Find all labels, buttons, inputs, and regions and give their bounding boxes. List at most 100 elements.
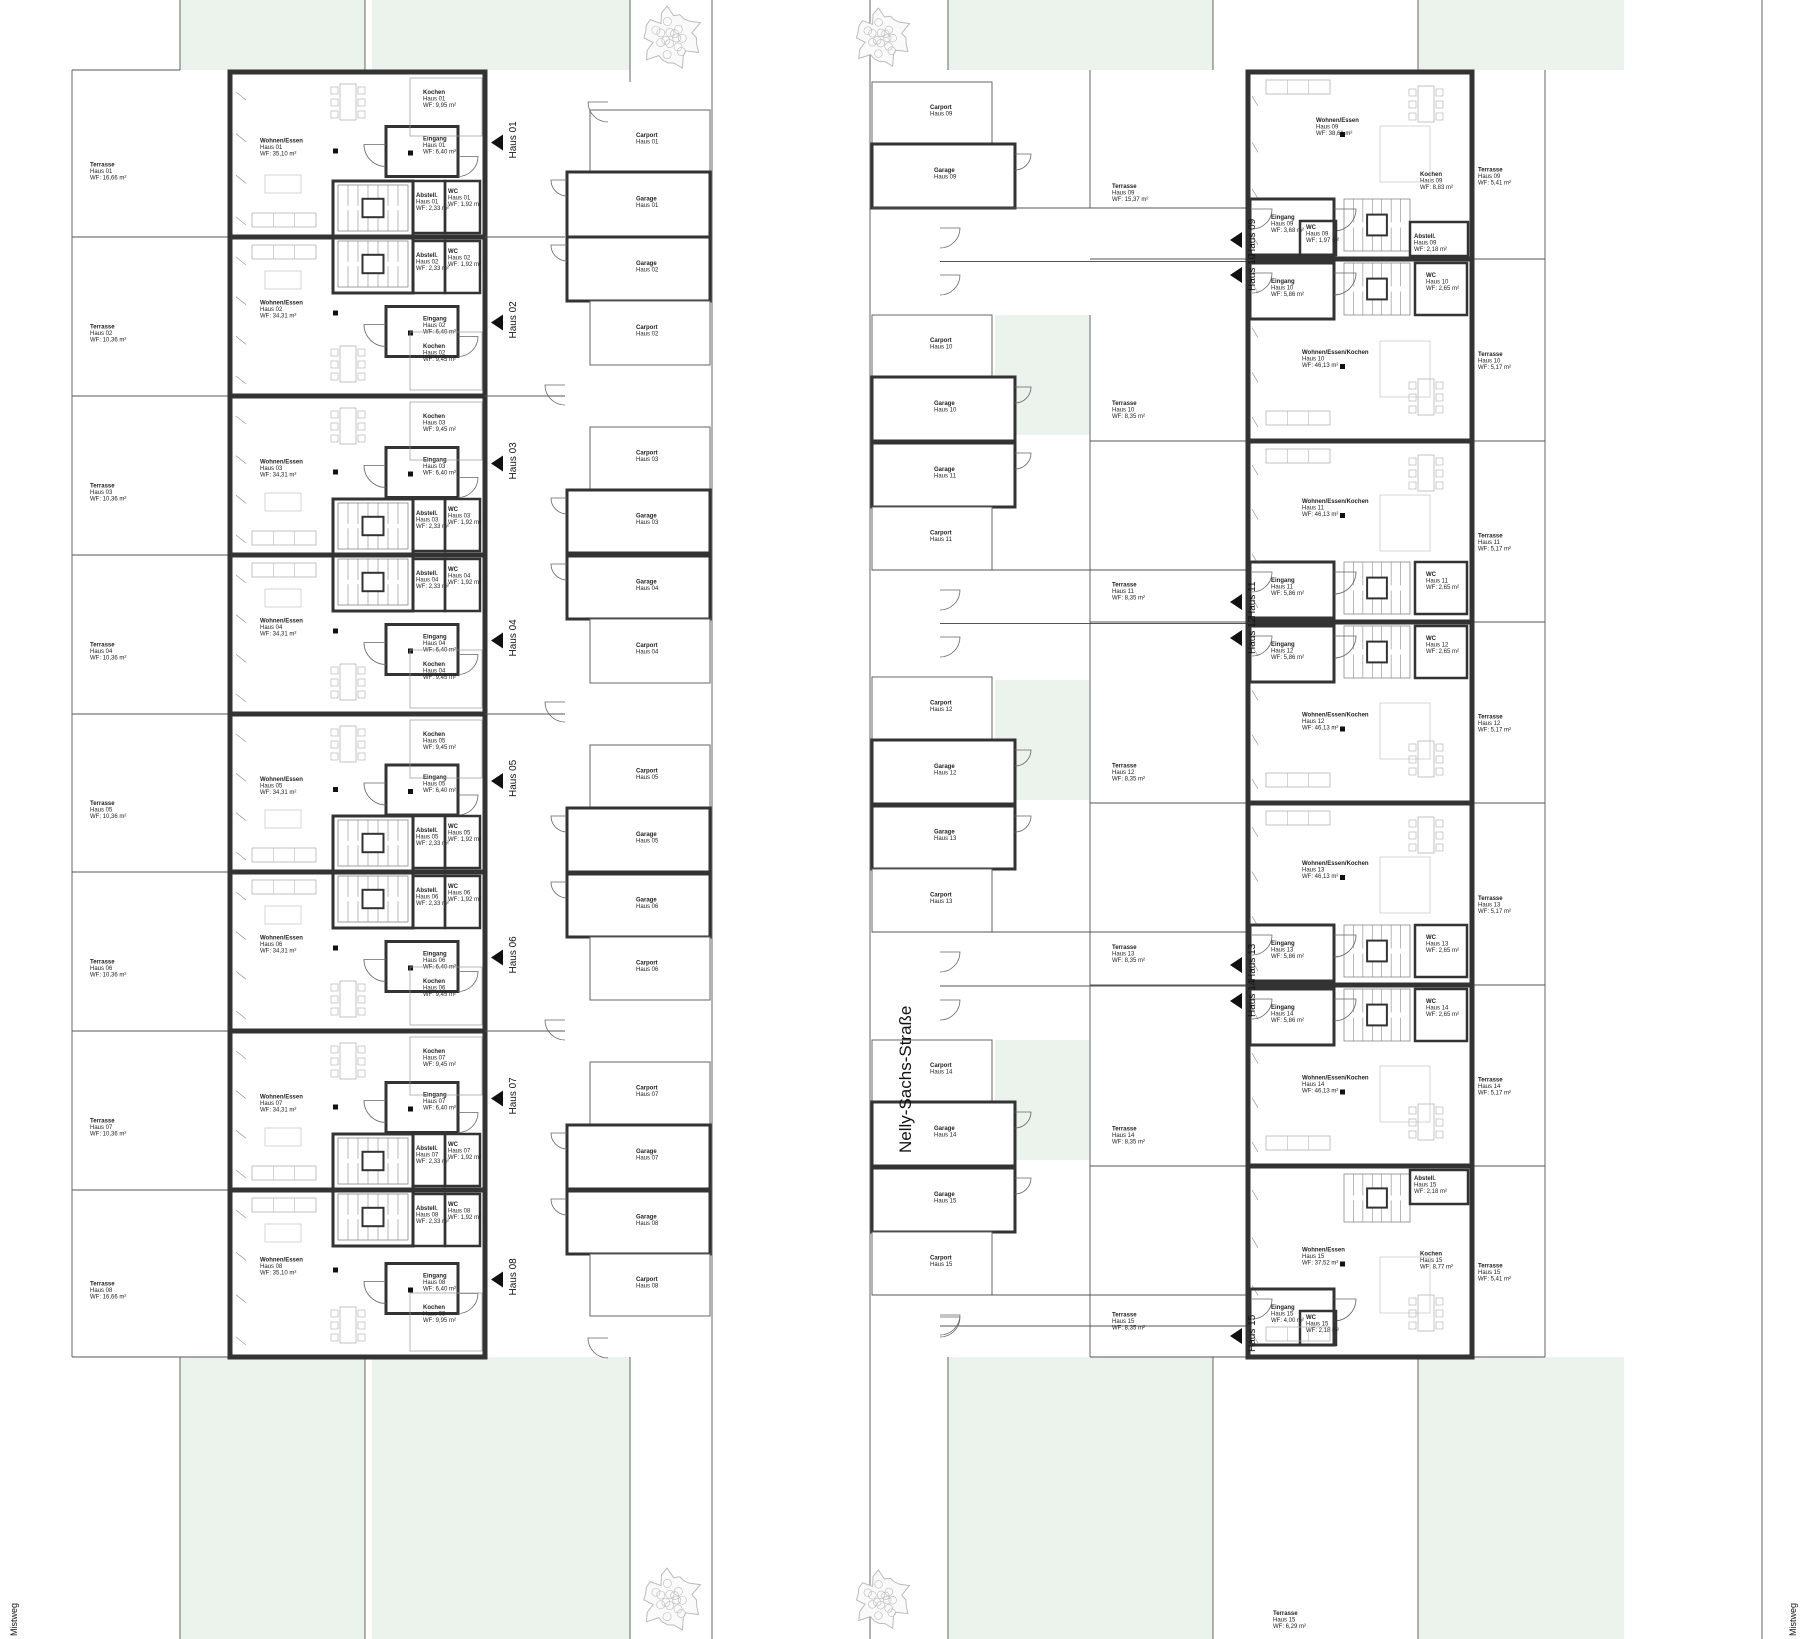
tree-leaf — [673, 1604, 683, 1614]
sofa-15-body — [1265, 1326, 1331, 1342]
entrance-door-07-swing — [363, 1100, 387, 1123]
wc-room-01 — [443, 179, 482, 235]
window-mark — [1251, 871, 1259, 882]
entrance-arrow-12: Haus 12 — [1230, 616, 1258, 654]
window-mark — [1251, 1237, 1259, 1248]
staircase-15 — [1343, 1173, 1411, 1223]
dining-set-02-chair — [357, 372, 366, 381]
entrance-arrow-06-arrow-icon — [491, 949, 503, 966]
tree-leaf — [663, 1579, 672, 1588]
tree-leaf — [677, 1595, 687, 1605]
path-gate — [939, 999, 961, 1021]
wc-label-11-line: Haus 11 — [1426, 579, 1449, 585]
dining-set-13-chair — [1408, 831, 1417, 840]
dining-set-02-chair — [330, 348, 339, 357]
wc-label-10-line: Haus 10 — [1426, 280, 1449, 286]
eingang-label-11-line: WF: 5,86 m² — [1271, 591, 1304, 597]
garage-label-15-line: Garage — [934, 1192, 955, 1198]
wohnen-label-08-line: WF: 35,10 m² — [260, 1271, 296, 1277]
storage-room-15 — [1408, 1168, 1470, 1206]
dining-set-03-chair — [357, 422, 366, 431]
carport-label-11-line: Carport — [930, 531, 952, 537]
eingang-label-10-line: Haus 10 — [1271, 286, 1294, 292]
wc-label-05-line: WF: 1,92 m² — [448, 837, 481, 843]
coffee-table-05 — [264, 809, 302, 829]
terrace-label-03-line: Terrasse — [90, 484, 115, 490]
wc-label-13-line: WF: 2,65 m² — [1426, 948, 1459, 954]
path-gate-swing — [544, 384, 566, 406]
dining-set-06-chair — [357, 995, 366, 1004]
kochen-label-02-line: Haus 02 — [423, 351, 446, 357]
terrace-label-08-line: Haus 08 — [90, 1288, 113, 1294]
abstell-label-04-line: Haus 04 — [416, 578, 439, 584]
wc-label-12-line: WF: 2,65 m² — [1426, 649, 1459, 655]
wc-label-14-line: WF: 2,65 m² — [1426, 1012, 1459, 1018]
eingang-label-01-line: WF: 6,40 m² — [423, 150, 456, 156]
side-terrace-label-09-line: Terrasse — [1478, 168, 1503, 174]
carport-label-11-line: Haus 11 — [930, 537, 953, 543]
entrance-arrow-04-arrow-icon — [491, 632, 503, 649]
kochen-label-15-line: WF: 8,77 m² — [1420, 1265, 1453, 1271]
carport-label-13-line: Haus 13 — [930, 899, 953, 905]
entrance-arrow-08-arrow-icon — [491, 1271, 503, 1288]
entrance-arrow-03-arrow-icon — [491, 455, 503, 472]
window-mark — [235, 812, 247, 821]
wc-label-06-line: WC — [448, 884, 459, 890]
terrace-label-06-line: Terrasse — [90, 960, 115, 966]
coffee-table-04 — [264, 588, 302, 608]
path-gate — [939, 951, 961, 973]
eingang-label-13-line: Haus 13 — [1271, 948, 1294, 954]
staircase-05 — [337, 819, 409, 867]
dining-set-06-chair — [357, 983, 366, 992]
coffee-table-06 — [264, 905, 302, 925]
dining-set-11-chair — [1435, 481, 1444, 490]
garage-label-08-line: Haus 08 — [636, 1221, 659, 1227]
garage-door-01-swing — [550, 179, 568, 197]
wc-label-10-line: WC — [1426, 273, 1437, 279]
entrance-door-outer-07 — [457, 1112, 479, 1133]
kochen-label-02-line: WF: 9,45 m² — [423, 357, 456, 363]
wc-label-05-line: WC — [448, 824, 459, 830]
lawn-area — [180, 0, 365, 70]
dining-set-13-table — [1417, 816, 1435, 854]
entrance-door-11 — [1251, 571, 1273, 593]
garage-door-15-swing — [1014, 1177, 1032, 1195]
garage-label-10-line: Haus 10 — [934, 408, 957, 414]
sofa-11 — [1265, 448, 1331, 464]
garage-door-02-swing — [550, 244, 568, 262]
dining-set-05 — [330, 725, 366, 763]
entrance-door-outer-03 — [457, 477, 479, 498]
eingang-label-09-line: WF: 3,68 m² — [1271, 228, 1304, 234]
eingang-label-11-line: Haus 11 — [1271, 585, 1294, 591]
abstell-label-07-line: Haus 07 — [416, 1153, 439, 1159]
window-mark — [1251, 416, 1259, 428]
entrance-door-15-swing — [1251, 1298, 1273, 1320]
kitchen-05 — [409, 719, 483, 779]
eingang-label-03-line: Haus 03 — [423, 464, 446, 470]
column-marker — [408, 330, 413, 336]
sofa-09 — [1265, 79, 1331, 95]
wc-label-07-line: WF: 1,92 m² — [448, 1155, 481, 1161]
abstell-label-03-line: Haus 03 — [416, 518, 439, 524]
terrace-label-05-line: WF: 10,36 m² — [90, 814, 126, 820]
path-gate-swing — [939, 274, 961, 296]
dining-set-01-chair — [330, 110, 339, 119]
path-gate-swing — [544, 701, 566, 723]
entrance-door-05-swing — [363, 782, 387, 806]
side-terrace-label-12-line: Haus 12 — [1478, 721, 1501, 727]
window-mark — [235, 415, 247, 425]
